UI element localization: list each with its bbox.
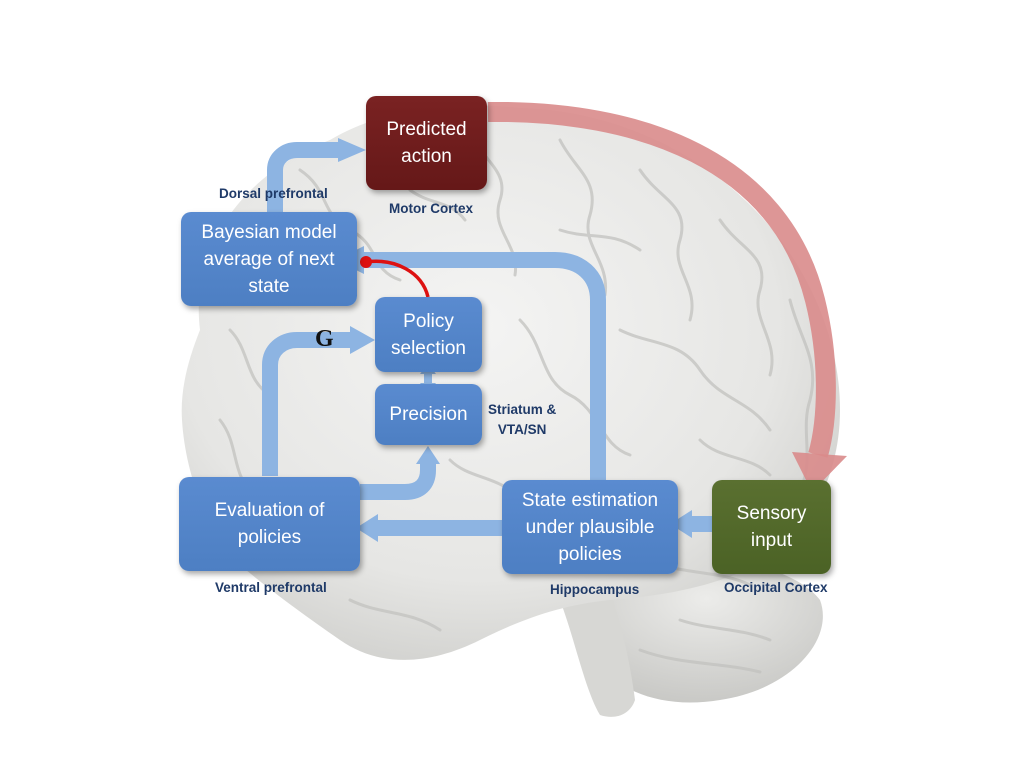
policy-precision-connector (424, 372, 432, 384)
action-arrowhead (338, 138, 366, 162)
policy-to-bayesian-modulation (365, 259, 430, 298)
dorsal-prefrontal-label: Dorsal prefrontal (219, 186, 328, 201)
evaluation-arrowhead (356, 514, 378, 542)
striatum-vta-label: Striatum & VTA/SN (488, 402, 557, 437)
brain-stem-shape (560, 590, 635, 717)
precision-box: Precision (375, 384, 482, 445)
occipital-cortex-label: Occipital Cortex (724, 580, 828, 595)
g-symbol: G (315, 326, 334, 352)
action-to-sensory-arrowhead (792, 452, 847, 492)
modulation-endpoint-dot (360, 256, 372, 268)
bayesian-model-box: Bayesian model average of next state (181, 212, 357, 306)
evaluation-to-policy-arrow (262, 332, 352, 476)
ventral-prefrontal-label: Ventral prefrontal (215, 580, 327, 595)
precision-arrowhead (416, 446, 440, 464)
hippocampus-label: Hippocampus (550, 582, 640, 597)
evaluation-to-precision-arrow (360, 460, 436, 500)
action-to-sensory-arrow (487, 101, 836, 458)
state-to-bayesian-arrow (360, 252, 606, 480)
state-arrowhead (670, 510, 692, 538)
evaluation-of-policies-box: Evaluation of policies (179, 477, 360, 571)
motor-cortex-label: Motor Cortex (389, 201, 473, 216)
state-estimation-box: State estimation under plausible policie… (502, 480, 678, 574)
policy-arrowhead (350, 326, 375, 354)
bayesian-to-action-arrow (267, 142, 340, 212)
sensory-input-box: Sensory input (712, 480, 831, 574)
policy-selection-box: Policy selection (375, 297, 482, 372)
predicted-action-box: Predicted action (366, 96, 487, 190)
